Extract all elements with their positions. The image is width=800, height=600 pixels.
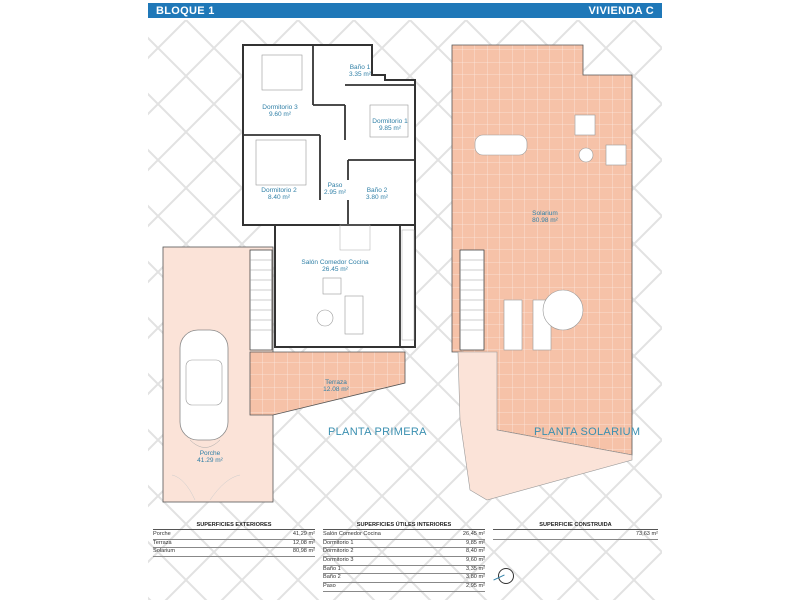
table-construida: SUPERFICIE CONSTRUIDA 73,63 m² (493, 522, 658, 540)
block-label: BLOQUE 1 (156, 4, 215, 17)
plan-title-primera: PLANTA PRIMERA (328, 426, 427, 438)
table-title: SUPERFICIES EXTERIORES (153, 522, 315, 530)
page-header: BLOQUE 1 VIVIENDA C (148, 3, 662, 18)
plan-title-solarium: PLANTA SOLARIUM (534, 426, 641, 438)
table-title: SUPERFICIES ÚTILES INTERIORES (323, 522, 485, 530)
table-interiores: SUPERFICIES ÚTILES INTERIORES Salón Come… (323, 522, 485, 592)
planta-solarium-plan (451, 44, 633, 501)
table-row: 73,63 m² (493, 531, 658, 540)
unit-label: VIVIENDA C (588, 4, 654, 17)
planta-primera-plan (242, 44, 416, 416)
table-title: SUPERFICIE CONSTRUIDA (493, 522, 658, 530)
compass-icon (498, 568, 514, 584)
